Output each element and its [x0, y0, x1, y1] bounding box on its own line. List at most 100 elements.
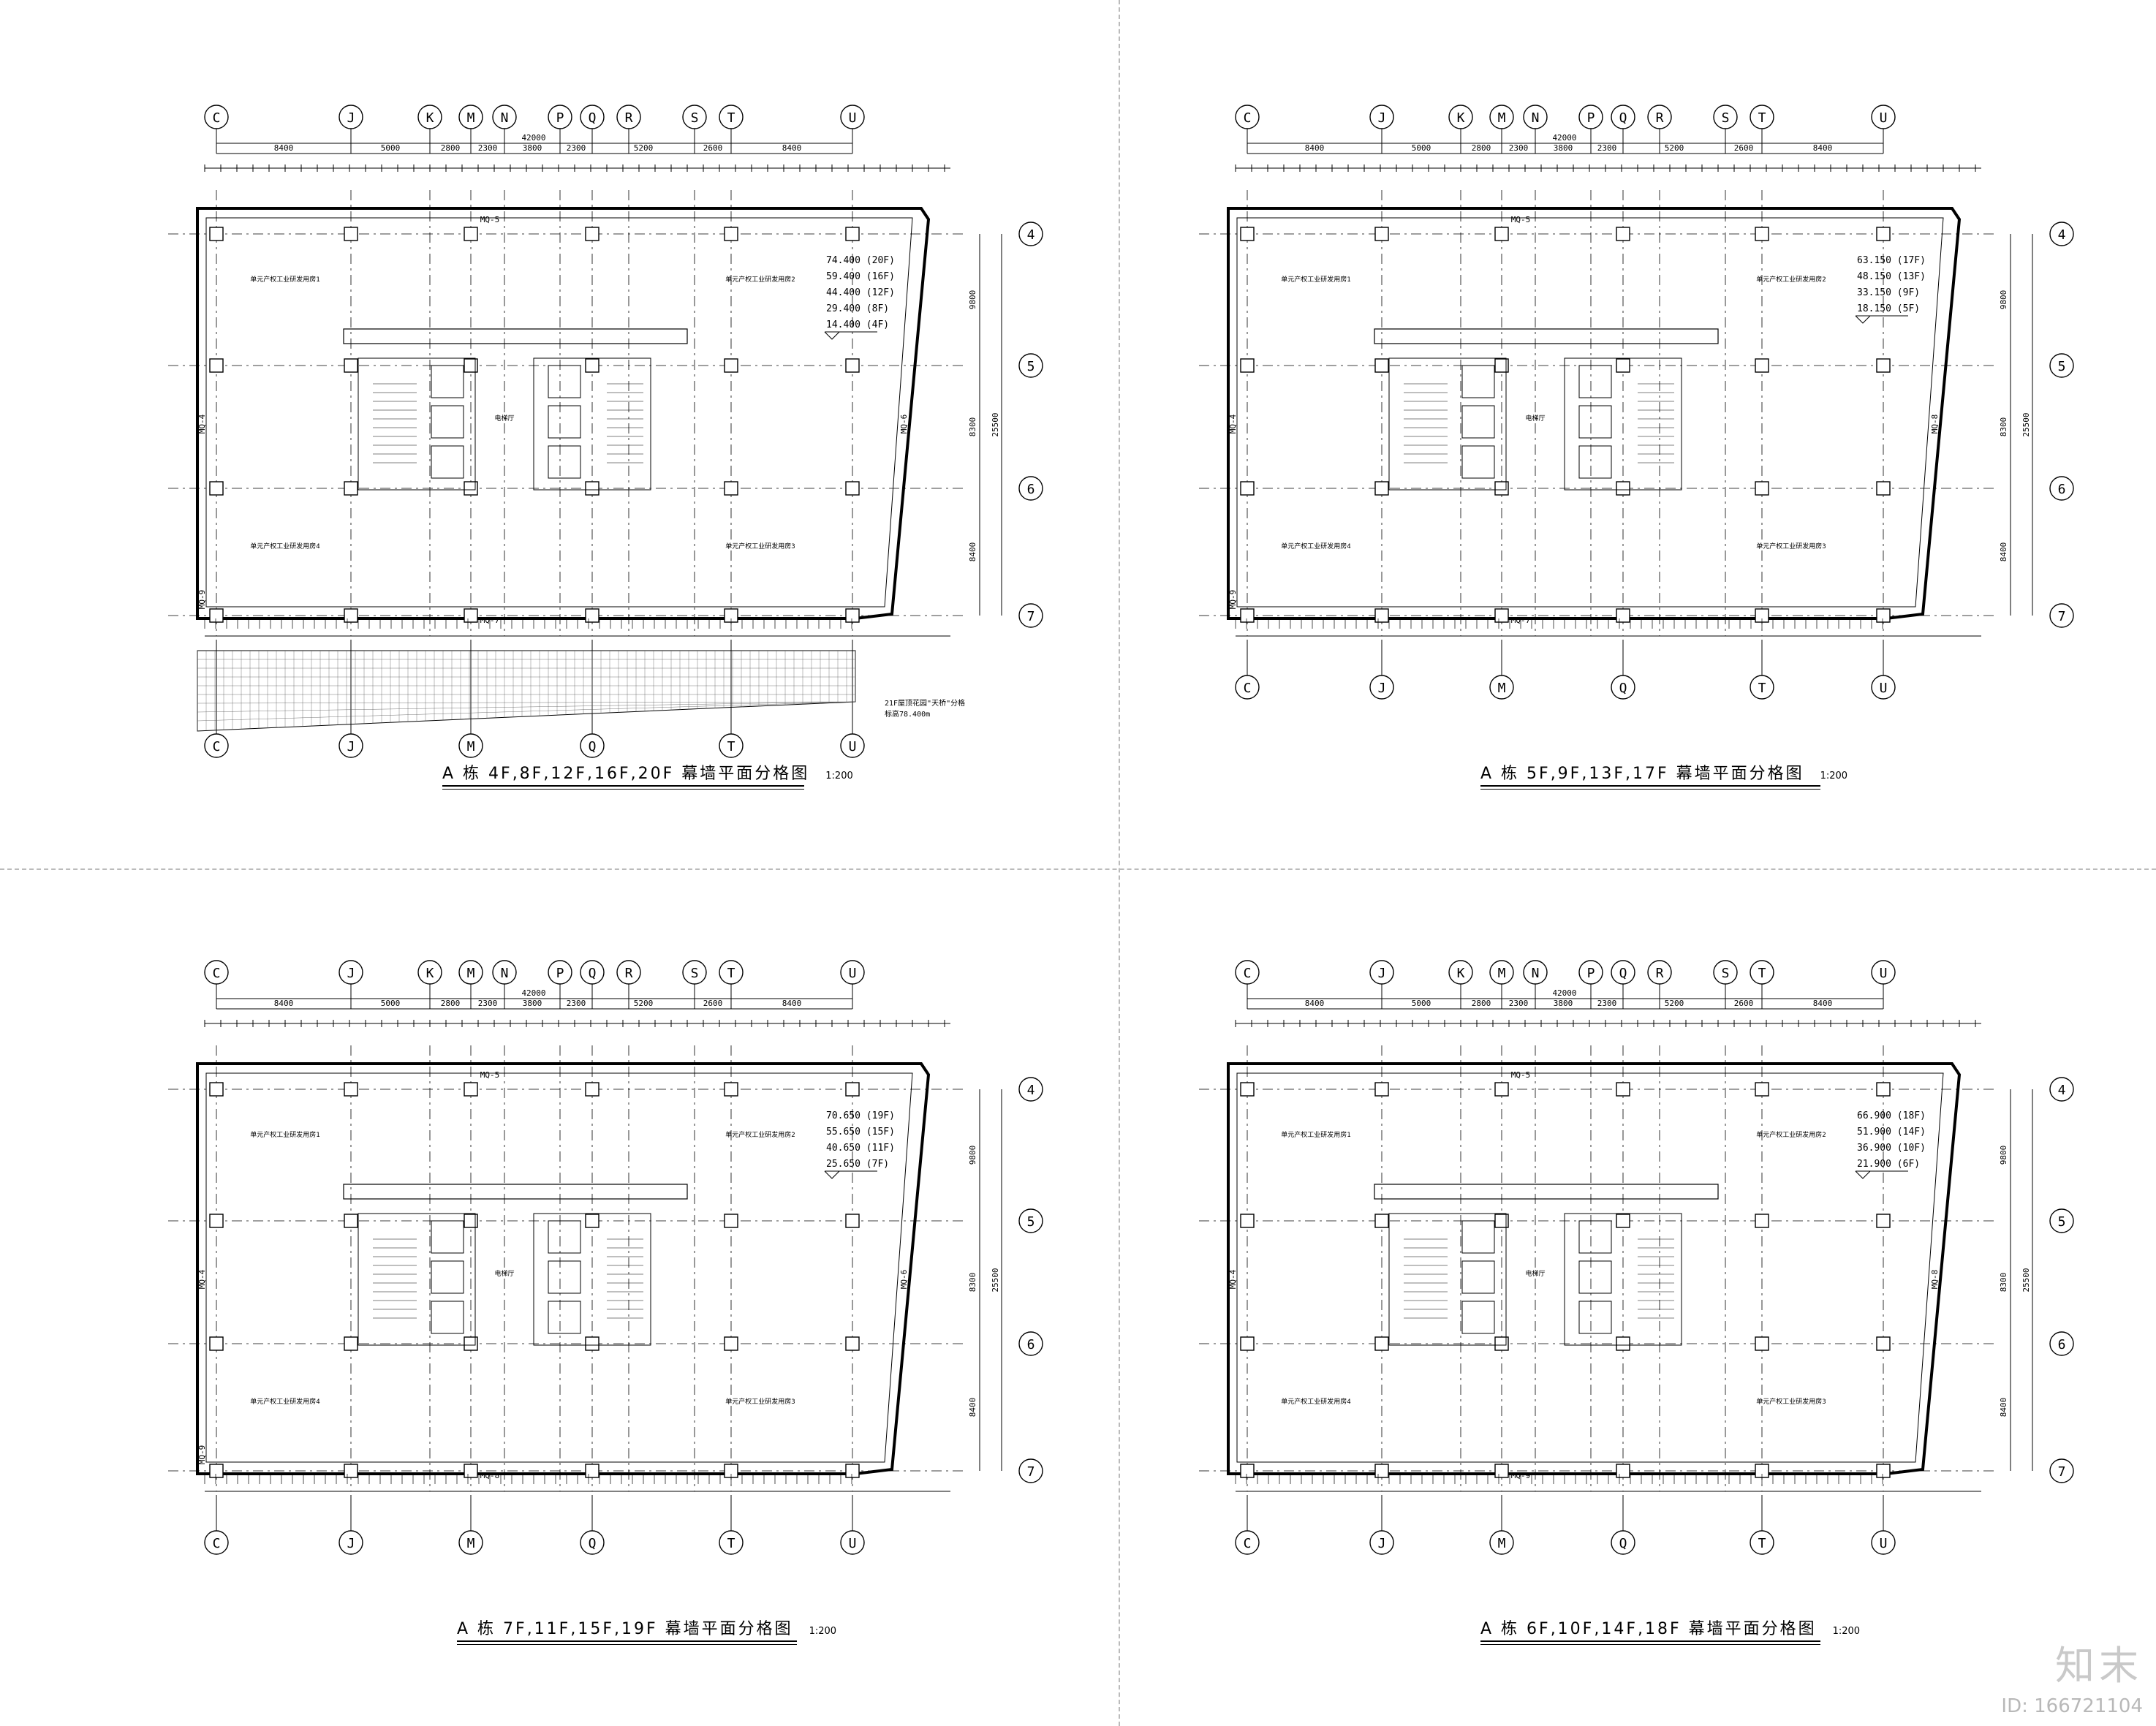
panel-title-text: A 栋 6F,10F,14F,18F 幕墙平面分格图	[1480, 1620, 1817, 1638]
structural-column	[1755, 358, 1769, 373]
right-dimension: 8400	[968, 542, 977, 562]
axis-label-right: 7	[1027, 1464, 1035, 1480]
axis-label-right: 4	[1027, 1083, 1035, 1098]
floor-level-label: 25.650 (7F)	[826, 1159, 889, 1170]
structural-column	[209, 608, 224, 623]
room-label: 电梯厅	[494, 1269, 514, 1278]
floor-level-label: 33.150 (9F)	[1857, 287, 1920, 298]
structural-column	[209, 1464, 224, 1478]
axis-label-right: 4	[2058, 1083, 2066, 1098]
curtain-wall-tag: MQ-9	[197, 1445, 207, 1465]
elevator-shaft	[1578, 365, 1612, 398]
axis-bubble	[1235, 1530, 1260, 1555]
axis-bubble	[2049, 1077, 2074, 1102]
structural-column	[1616, 1214, 1630, 1228]
structural-column	[1616, 358, 1630, 373]
axis-bubble	[2049, 1458, 2074, 1483]
structural-column	[344, 1464, 358, 1478]
elevator-shaft	[548, 365, 581, 398]
overall-dimension: 42000	[1552, 988, 1576, 998]
segment-dimension: 8400	[274, 143, 294, 153]
stair-core-left	[1388, 1213, 1507, 1346]
structural-column	[209, 227, 224, 241]
axis-label-top: T	[1758, 966, 1766, 981]
stair-core-right	[533, 1213, 651, 1346]
elevator-shaft	[1461, 405, 1495, 439]
curtain-wall-tag: MQ-5	[1511, 215, 1531, 224]
axis-bubble	[1871, 675, 1896, 700]
canopy-hatch	[197, 701, 856, 704]
structural-column	[1374, 227, 1389, 241]
canopy-note: 21F屋顶花园"天桥"分格	[885, 698, 965, 708]
room-label: 单元产权工业研发用房3	[1756, 1397, 1826, 1406]
structural-column	[344, 1214, 358, 1228]
title-underline	[1480, 785, 1820, 787]
structural-column	[845, 608, 860, 623]
axis-label-bottom: M	[467, 739, 475, 754]
curtain-wall-tag: MQ-4	[1228, 414, 1238, 434]
right-dimension: 8400	[1999, 542, 2008, 562]
structural-column	[1616, 481, 1630, 496]
floor-level-label: 63.150 (17F)	[1857, 255, 1926, 266]
segment-dimension: 8400	[1305, 143, 1325, 153]
structural-column	[1240, 608, 1255, 623]
segment-dimension: 2800	[1472, 999, 1491, 1008]
structural-column	[464, 1214, 478, 1228]
plan-linework	[1199, 105, 2074, 700]
axis-bubble	[1018, 1331, 1043, 1356]
room-label: 单元产权工业研发用房1	[1281, 1130, 1350, 1139]
plan-linework	[168, 960, 1043, 1555]
floor-level-label: 51.900 (14F)	[1857, 1127, 1926, 1138]
axis-label-bottom: J	[347, 1536, 355, 1551]
axis-label-right: 5	[1027, 359, 1035, 374]
axis-label-top: M	[467, 966, 475, 981]
curtain-wall-tag: MQ-8	[480, 1471, 500, 1480]
curtain-wall-tag: MQ-8	[1930, 1270, 1940, 1290]
right-dimension: 9800	[968, 1146, 977, 1165]
structural-column	[1374, 481, 1389, 496]
structural-column	[1755, 1082, 1769, 1097]
structural-column	[209, 481, 224, 496]
axis-label-top: C	[1244, 966, 1252, 981]
structural-column	[1616, 1464, 1630, 1478]
right-dimension: 8400	[1999, 1398, 2008, 1417]
structural-column	[845, 358, 860, 373]
axis-bubble	[1611, 1530, 1635, 1555]
curtain-wall-tag: MQ-5	[1511, 1070, 1531, 1080]
title-underline	[1480, 1644, 1820, 1645]
structural-column	[1876, 227, 1891, 241]
elevator-shaft	[431, 365, 464, 398]
right-dimension: 9800	[1999, 290, 2008, 310]
sheet-divider-horizontal	[0, 868, 2156, 870]
axis-label-top: P	[556, 966, 564, 981]
panel-scale: 1:200	[1832, 1626, 1861, 1637]
curtain-wall-tag: MQ-4	[1228, 1269, 1238, 1289]
axis-label-bottom: M	[1498, 1536, 1506, 1551]
axis-bubble	[1750, 1530, 1774, 1555]
segment-dimension: 2600	[1734, 143, 1754, 153]
panel-scale: 1:200	[825, 771, 853, 781]
axis-label-top: T	[1758, 110, 1766, 126]
structural-column	[845, 227, 860, 241]
stair-core-left	[358, 1213, 476, 1346]
curtain-wall-outline	[1227, 207, 1962, 620]
structural-column	[464, 227, 478, 241]
axis-bubble	[1018, 1077, 1043, 1102]
structural-column	[1494, 1336, 1509, 1351]
segment-dimension: 3800	[523, 143, 542, 153]
segment-dimension: 2800	[441, 143, 461, 153]
structural-column	[1876, 481, 1891, 496]
structural-column	[585, 1214, 599, 1228]
structural-column	[1374, 1464, 1389, 1478]
segment-dimension: 5000	[381, 143, 401, 153]
structural-column	[1240, 1214, 1255, 1228]
axis-label-bottom: T	[1758, 1536, 1766, 1551]
curtain-wall-tag: MQ-7	[480, 616, 500, 625]
structural-column	[209, 1082, 224, 1097]
right-dimension: 8400	[968, 1398, 977, 1417]
room-label: 电梯厅	[1525, 1269, 1545, 1278]
plan-linework	[168, 105, 1043, 758]
axis-label-bottom: U	[849, 1536, 857, 1551]
